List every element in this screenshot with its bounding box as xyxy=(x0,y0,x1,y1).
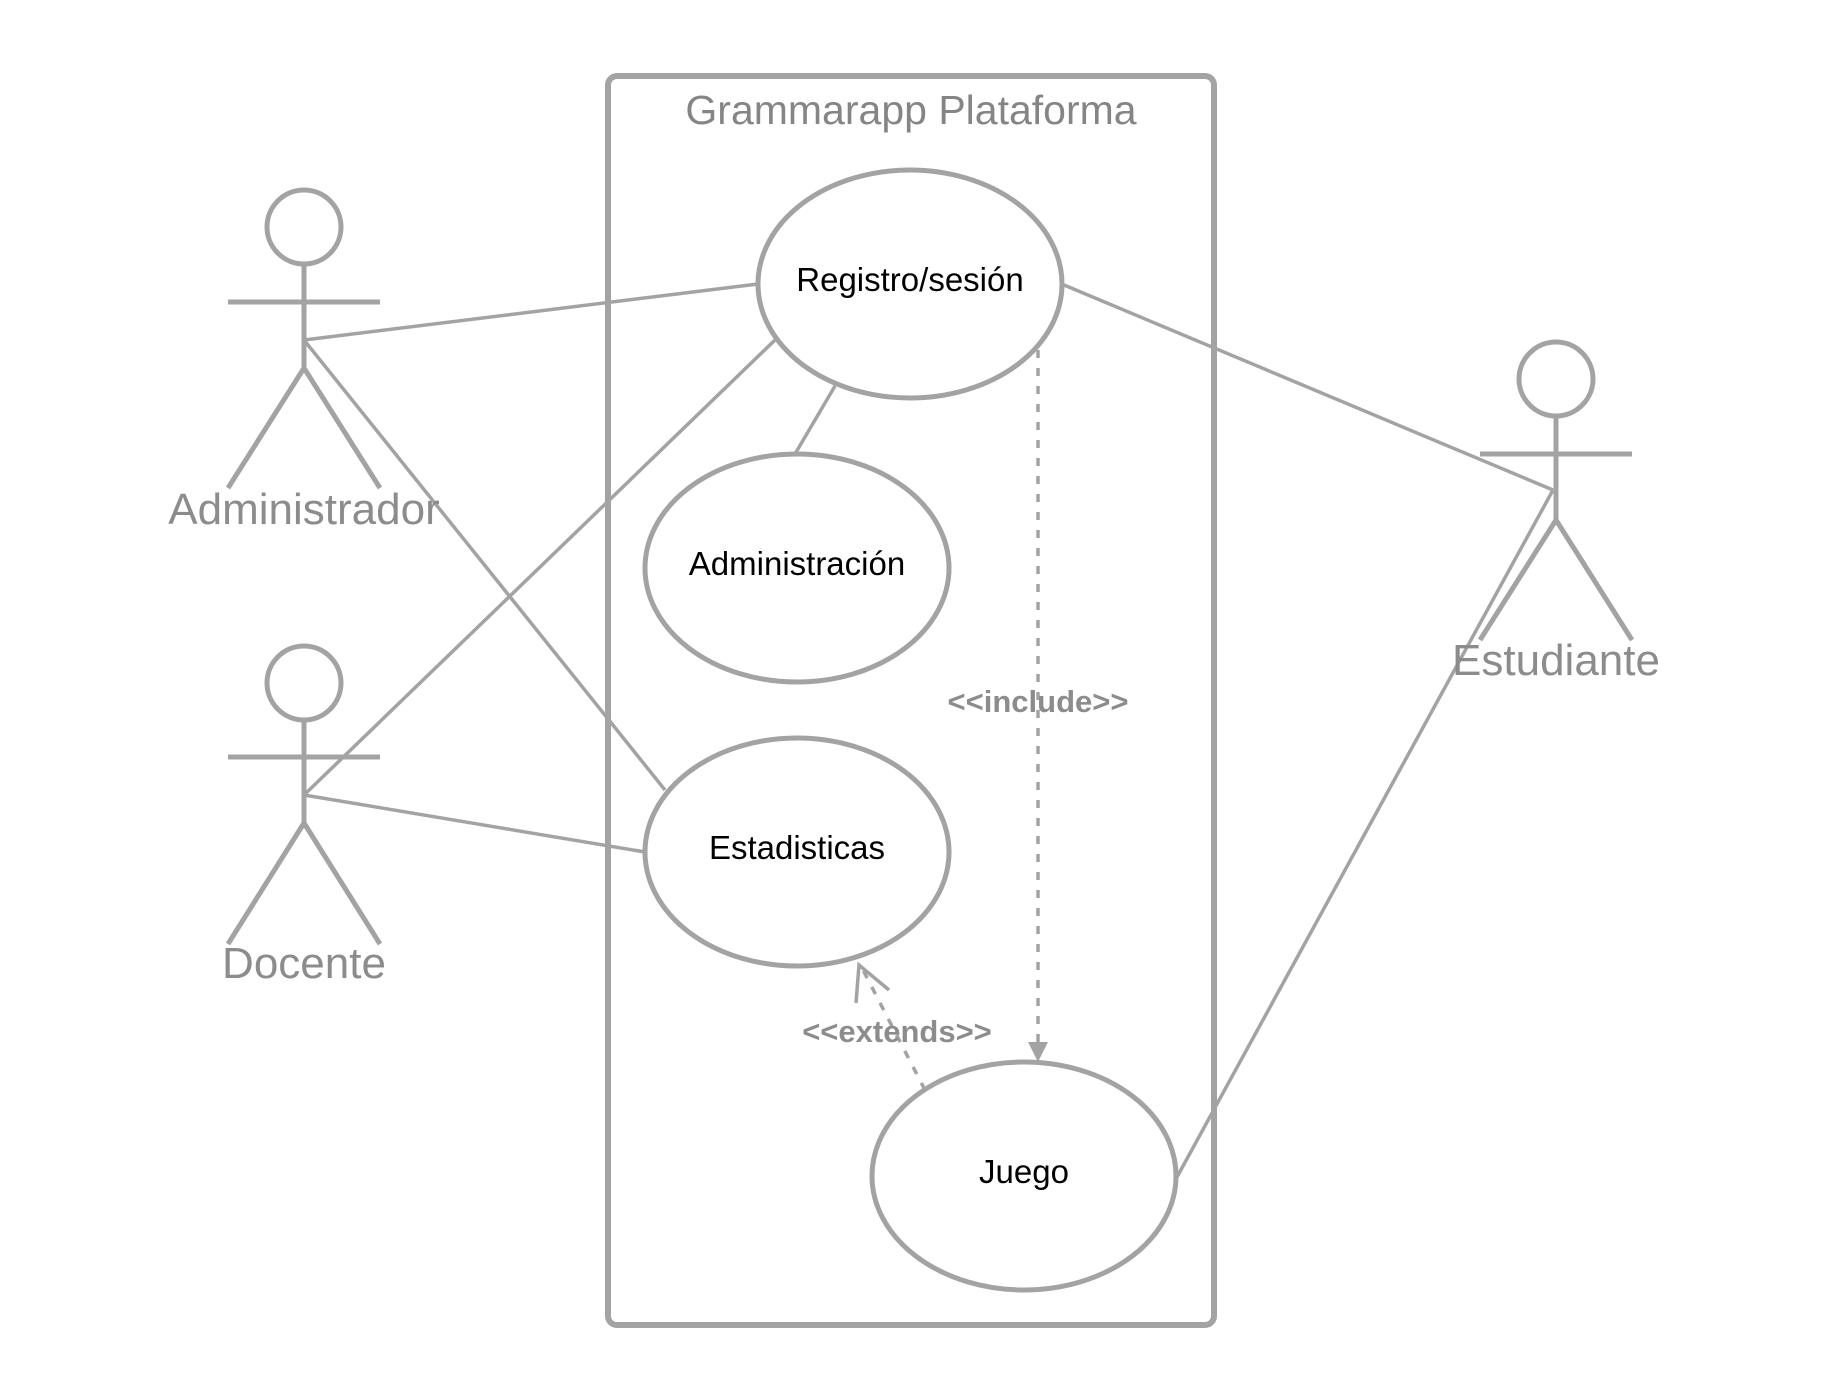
use-case-estadisticas-ellipse xyxy=(642,735,952,969)
actor-docente-left-leg xyxy=(225,821,307,946)
extends-label: <<extends>> xyxy=(802,1014,992,1049)
system-boundary xyxy=(605,73,1217,1328)
use-case-administracion-label: Administración xyxy=(689,545,905,582)
assoc-docente-registro xyxy=(302,338,777,797)
use-case-registro-label: Registro/sesión xyxy=(796,261,1023,298)
actor-administrador-head xyxy=(264,187,344,267)
extends-arrowhead xyxy=(854,961,891,1004)
actor-administrador-label: Administrador xyxy=(168,485,439,534)
actor-docente-label: Docente xyxy=(222,939,386,988)
actor-administrador-right-leg xyxy=(301,366,383,490)
actor-estudiante-head xyxy=(1516,339,1596,419)
use-case-juego[interactable]: Juego xyxy=(869,1059,1179,1293)
actor-estudiante[interactable] xyxy=(1477,339,1635,642)
actor-docente-head xyxy=(264,643,344,723)
use-case-registro-ellipse xyxy=(755,167,1065,401)
actor-administrador-left-leg xyxy=(225,366,307,490)
use-case-registro[interactable]: Registro/sesión xyxy=(755,167,1065,401)
use-case-estadisticas-label: Estadisticas xyxy=(709,829,885,866)
assoc-admin-registro xyxy=(303,282,759,342)
use-case-juego-label: Juego xyxy=(979,1153,1069,1190)
use-case-administracion[interactable]: Administración xyxy=(642,451,952,685)
actor-docente-right-leg xyxy=(301,821,383,946)
system-title: Grammarapp Plataforma xyxy=(685,87,1136,133)
assoc-docente-estadisticas xyxy=(303,793,646,854)
use-case-administracion-ellipse xyxy=(642,451,952,685)
assoc-admin-estadisticas xyxy=(302,338,667,792)
assoc-estudiante-registro xyxy=(1063,283,1554,492)
extends-line xyxy=(860,967,927,1091)
actor-estudiante-right-leg xyxy=(1553,518,1635,642)
assoc-registro-administracion xyxy=(793,385,837,455)
include-label: <<include>> xyxy=(948,684,1129,719)
actor-estudiante-left-leg xyxy=(1477,518,1559,642)
actor-administrador[interactable] xyxy=(225,187,383,490)
use-case-estadisticas[interactable]: Estadisticas xyxy=(642,735,952,969)
actor-docente[interactable] xyxy=(225,643,383,946)
associations xyxy=(302,282,1555,1178)
assoc-estudiante-juego xyxy=(1175,489,1555,1178)
use-case-juego-ellipse xyxy=(869,1059,1179,1293)
actor-estudiante-label: Estudiante xyxy=(1452,636,1660,685)
